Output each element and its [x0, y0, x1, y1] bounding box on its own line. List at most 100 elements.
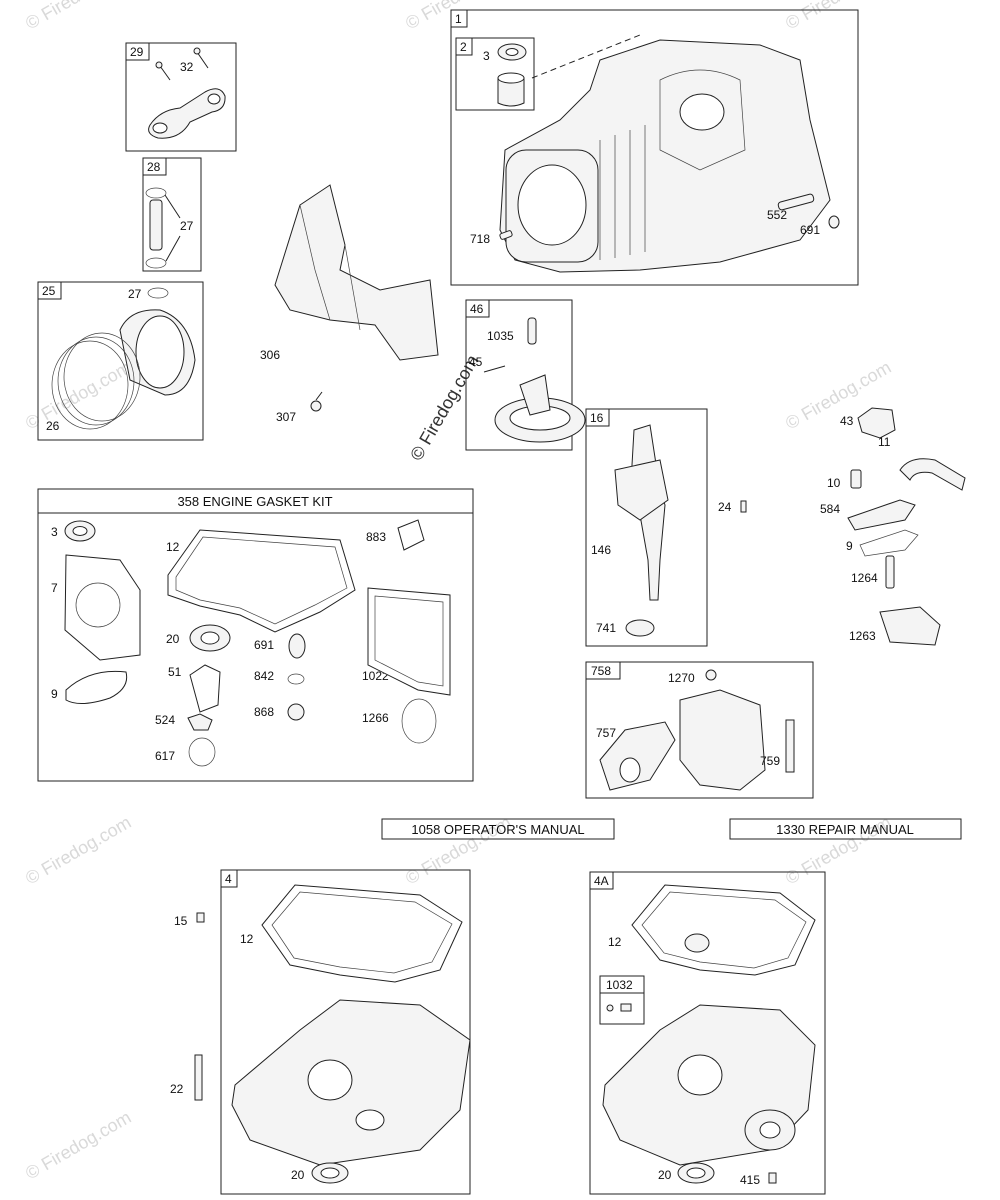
cooling-fins: [599, 125, 646, 260]
callout-label: 45: [469, 355, 483, 369]
head-gasket-bore: [75, 582, 121, 628]
o-ring-part: [287, 673, 305, 685]
callout-label: 7: [51, 581, 58, 595]
sump-bore: [355, 1109, 385, 1131]
cover-gasket-inner: [374, 595, 444, 687]
block-detail: [679, 93, 725, 131]
retainer-clip-part: [147, 287, 169, 299]
group-frame: [125, 42, 237, 152]
retainer-clip-part: [145, 257, 167, 269]
sump-bore: [307, 1059, 353, 1101]
retainer-clip-part: [145, 187, 167, 199]
callout-label: 24: [718, 500, 732, 514]
callout-label: 1270: [668, 671, 695, 685]
group-number: 758: [591, 664, 611, 678]
group-frame: [37, 488, 474, 782]
bolt-part: [196, 51, 209, 69]
piston-ring-part: [63, 332, 141, 422]
callout-label: 691: [800, 223, 820, 237]
group-frame: [585, 408, 708, 647]
callout-label: 307: [276, 410, 296, 424]
callout-label: 12: [608, 935, 622, 949]
bolt-part: [885, 555, 895, 589]
camshaft-part: [519, 374, 551, 416]
screw-part: [705, 669, 717, 681]
oil-pump-bore: [759, 1121, 781, 1139]
group-frame: [585, 661, 814, 799]
group-frame: [220, 869, 471, 1195]
rod-bore: [152, 122, 168, 134]
rod-bore: [207, 93, 221, 105]
breather-cover-part: [847, 499, 916, 531]
group-number-box: [220, 869, 238, 888]
callout-label: 552: [767, 208, 787, 222]
block-detail: [659, 69, 746, 171]
screw-shank: [315, 391, 323, 401]
repair-manual-label: 1330 REPAIR MANUAL: [776, 822, 914, 837]
callout-label: 3: [51, 525, 58, 539]
gasket-part: [397, 519, 425, 551]
callout-label: 1266: [362, 711, 389, 725]
o-ring-part: [188, 737, 216, 767]
group-1-cylinder-block: 1 2 3 552 691 718: [450, 9, 859, 286]
group-number: 2: [460, 40, 467, 54]
timing-gear-part: [625, 619, 655, 637]
watermark: © Firedog.com: [22, 1107, 134, 1183]
pump-bore: [619, 757, 641, 783]
group-number: 1: [455, 12, 462, 26]
group-number-box: [450, 9, 468, 28]
group-number: 46: [470, 302, 484, 316]
manual-references: 1058 OPERATOR'S MANUAL 1330 REPAIR MANUA…: [381, 818, 962, 840]
shield-part: [879, 606, 941, 646]
group-frame: [37, 281, 204, 441]
callout-label: 9: [51, 687, 58, 701]
group-46-camshaft: 46 1035 45: [465, 299, 586, 451]
group-number-box: [599, 975, 645, 994]
oil-seal-bore: [72, 526, 88, 536]
group-number-box: [455, 37, 473, 56]
air-guide-306: 306 307: [260, 184, 439, 424]
group-number: 16: [590, 411, 604, 425]
governor-part: [857, 407, 896, 439]
bolt-part: [850, 469, 862, 489]
group-number: 1032: [606, 978, 633, 992]
group-frame: [450, 9, 859, 286]
sump-gasket-inner: [641, 891, 807, 969]
group-frame: [589, 871, 826, 1195]
callout-label: 146: [591, 543, 611, 557]
callout-label: 3: [483, 49, 490, 63]
piston-ring-part: [57, 336, 135, 426]
callout-label: 43: [840, 414, 854, 428]
oil-seal-bore: [686, 1167, 706, 1179]
cover-gasket-part: [367, 587, 451, 696]
group-4-sump: 15 4 12 22 20: [170, 869, 471, 1195]
crankshaft-counterweight: [614, 459, 669, 521]
sleeve-part: [497, 77, 525, 107]
screw-part: [310, 400, 322, 412]
piston-ring-part: [51, 340, 129, 430]
callout-label: 415: [740, 1173, 760, 1187]
group-number-box: [585, 408, 610, 427]
group-number: 4A: [594, 874, 609, 888]
callout-label: 12: [240, 932, 254, 946]
callout-label: 22: [170, 1082, 184, 1096]
callout-label: 868: [254, 705, 274, 719]
group-758-oil-pump: 758 1270 757 759: [585, 661, 814, 799]
sump-gasket-part: [631, 884, 816, 976]
group-frame: [465, 299, 573, 451]
dipstick-tube-part: [194, 1054, 203, 1101]
seal-part: [187, 713, 213, 731]
seal-part: [505, 48, 519, 56]
breather-gasket-part: [859, 529, 919, 557]
callout-label: 691: [254, 638, 274, 652]
pin-part: [777, 193, 815, 211]
intake-gasket-part: [189, 664, 221, 713]
watermark: © Firedog.com: [782, 0, 894, 33]
bolt-head: [155, 61, 163, 69]
group-number-box: [125, 42, 150, 61]
plug-part: [288, 633, 306, 659]
oil-seal-bore: [200, 631, 220, 645]
watermark: © Firedog.com: [22, 357, 134, 433]
key-part: [740, 500, 747, 513]
